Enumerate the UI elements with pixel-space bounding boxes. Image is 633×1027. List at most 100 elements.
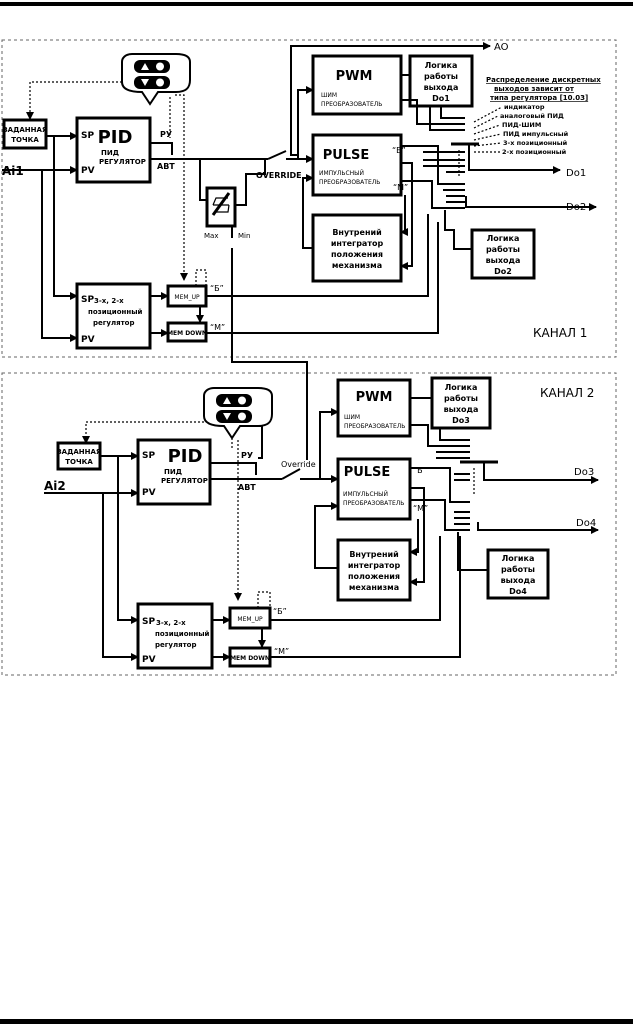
logic-do4-4: Do4 [509,587,527,596]
pulse-title: PULSE [344,465,391,480]
pwm-title: PWM [336,69,373,84]
pulse-box [336,457,412,521]
keypad-icon [203,387,273,440]
pos-sp: SP [142,617,155,627]
integrator-box [311,213,403,283]
mem-down-label: MEM DOWN [167,330,207,337]
dist-item-3: ПИД-ШИМ [502,121,541,129]
dist-item-1: индикатор [504,103,545,111]
logic-do3-box [430,376,492,430]
pos-pv: PV [81,335,95,345]
logic-do1-3: выхода [424,83,459,92]
logic-do4-1: Логика [502,554,535,563]
logic-do2-3: выхода [486,256,521,265]
pid-sub-2: РЕГУЛЯТОР [99,158,146,166]
integrator-3: положения [348,572,400,581]
logic-do3-4: Do3 [452,416,470,425]
switch-matrix-2 [410,397,599,571]
logic-do4-2: работы [501,564,535,574]
pulse-title: PULSE [323,148,370,163]
pid-box [75,116,152,184]
integrator-2: интегратор [348,561,401,570]
pwm-box [336,378,412,438]
limiter-box [205,186,237,228]
pos-regulator-box [75,282,152,350]
pwm-title: PWM [356,390,393,405]
pwm-sub-1: ШИМ [321,92,337,99]
pulse-m: “М” [393,183,408,192]
pid-pv: PV [142,488,156,498]
mem-b: “Б” [273,607,287,616]
do1-output: Do1 [566,168,586,179]
pid-sub-2: РЕГУЛЯТОР [161,477,208,485]
dist-title-2: выходов зависит от [494,85,575,93]
py-label: РУ [160,130,172,139]
min-label: Min [238,232,250,240]
integrator-1: Внутрений [349,550,398,559]
logic-do1-4: Do1 [432,94,450,103]
logic-do2-4: Do2 [494,267,512,276]
pos-pv: PV [142,655,156,665]
pid-sub-1: ПИД [164,468,182,476]
pulse-box [311,133,403,197]
setpoint-label-2: ТОЧКА [11,136,39,144]
channel1-frame [1,39,617,358]
keypad-icon [121,53,191,106]
kanal1-label: КАНАЛ 1 [533,326,587,340]
dist-item-2: аналоговый ПИД [500,112,564,120]
pid-pv: PV [81,166,95,176]
setpoint-label-2: ТОЧКА [65,458,93,466]
mem-b: “Б” [210,284,224,293]
pos-title-3: регулятор [93,319,134,327]
ao-label: AO [494,42,509,53]
channel2: ЗАДАННАЯ ТОЧКА Ai2 SP PV PID ПИД РЕГУЛЯТ… [44,376,599,670]
logic-do1-2: работы [424,71,458,81]
mem-down-label: MEM DOWN [230,655,270,662]
setpoint-box [2,118,48,150]
pulse-sub-1: ИМПУЛЬСНЫЙ [343,491,388,498]
pulse-m: “М” [413,504,428,513]
integrator-4: механизма [332,261,382,270]
dist-item-6: 2-х позиционный [502,148,567,156]
ai2-label: Ai2 [44,479,66,493]
pid-box [136,438,212,506]
logic-do4-box [486,548,550,600]
integrator-3: положения [331,250,383,259]
do3-output: Do3 [574,467,594,478]
pwm-sub-2: ПРЕОБРАЗОВАТЕЛЬ [321,101,382,108]
logic-do1-1: Логика [425,61,458,70]
logic-do2-box [470,228,536,280]
top-rule [0,2,633,6]
mem-up-label: MEM_UP [174,294,200,301]
integrator-4: механизма [349,583,399,592]
pid-sp: SP [81,131,94,141]
dist-item-4: ПИД импульсный [503,130,569,138]
pos-sp: SP [81,295,94,305]
logic-do2-2: работы [486,244,520,254]
pulse-sub-1: ИМПУЛЬСНЫЙ [319,170,364,177]
pid-title: PID [98,127,133,148]
override-label: OVERRIDE [256,171,302,180]
pulse-b: “Б” [413,466,427,475]
pos-title-1: 3-х, 2-х [94,297,124,305]
logic-do3-2: работы [444,393,478,403]
pid-title: PID [168,446,203,467]
pwm-sub-1: ШИМ [344,414,360,421]
max-label: Max [204,232,218,240]
mem-m: “М” [274,647,289,656]
integrator-1: Внутрений [332,228,381,237]
pulse-b: “Б” [392,146,406,155]
pulse-sub-2: ПРЕОБРАЗОВАТЕЛЬ [319,179,380,186]
logic-do4-3: выхода [501,576,536,585]
setpoint-label-1: ЗАДАННАЯ [57,448,102,456]
abt-label: АВТ [238,483,256,492]
pos-regulator-box [136,602,214,670]
logic-do2-1: Логика [487,234,520,243]
do2-output: Do2 [566,202,586,213]
pos-title-1: 3-х, 2-х [156,619,186,627]
setpoint-box [56,441,102,471]
kanal2-label: КАНАЛ 2 [540,386,594,400]
dist-title-3: типа регулятора [10.03] [490,94,588,102]
channel2-frame [1,372,617,676]
logic-do3-3: выхода [444,405,479,414]
